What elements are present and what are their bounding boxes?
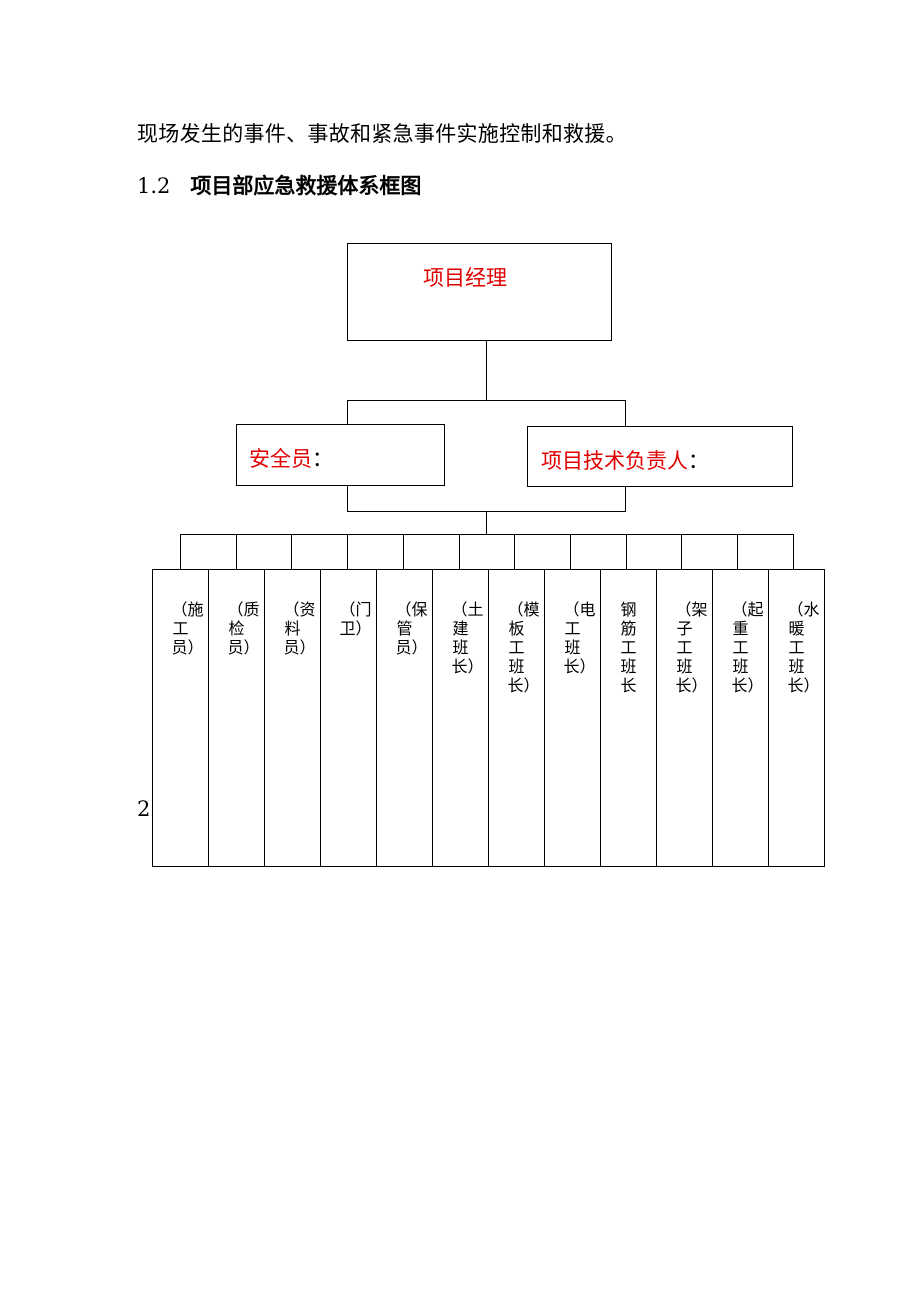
column-drop-line [792, 534, 794, 569]
column-drop-line [458, 534, 460, 569]
column-drop-line [180, 534, 181, 569]
connector-join-vertical [486, 511, 487, 535]
right-box-tech-lead [527, 426, 793, 487]
column-label: （电工班长） [563, 600, 596, 676]
column-label: （门 卫） [339, 600, 372, 638]
column-box: （电工班长） [544, 569, 601, 867]
column-drop-line [681, 534, 683, 569]
left-box-text: 安全员： [249, 443, 333, 473]
column-label: （架子工班长） [675, 600, 708, 695]
section-number: 1.2 [137, 174, 171, 198]
connector-mid-horizontal [347, 400, 626, 401]
left-box-suffix: ： [312, 447, 333, 471]
connector-left-drop [347, 400, 348, 426]
column-box: 钢筋工班长 [600, 569, 657, 867]
connector-right-up [625, 486, 626, 512]
column-label: （模板工班长） [507, 600, 540, 695]
left-box-safety-officer [236, 424, 445, 486]
column-drop-line [347, 534, 349, 569]
stray-text: 2 [137, 797, 151, 821]
column-drop-line [235, 534, 237, 569]
section-heading: 1.2 项目部应急救援体系框图 [137, 170, 421, 200]
right-box-label: 项目技术负责人 [541, 449, 688, 473]
column-drop-line [625, 534, 627, 569]
top-box-project-manager [347, 243, 612, 341]
top-box-label: 项目经理 [423, 266, 507, 290]
column-box: （起重工班长） [712, 569, 769, 867]
section-title: 项目部应急救援体系框图 [190, 173, 422, 198]
right-box-suffix: ： [688, 449, 709, 473]
column-drop-line [569, 534, 571, 569]
column-label: 钢筋工班长 [620, 600, 637, 695]
connector-top-vertical [486, 341, 487, 401]
paragraph-text: 现场发生的事件、事故和紧急事件实施控制和救援。 [137, 122, 627, 146]
column-box: （水暖工班长） [768, 569, 825, 867]
column-box: （土建班长） [432, 569, 489, 867]
connector-right-drop [625, 400, 626, 427]
column-box: （保管员） [376, 569, 433, 867]
column-label: （资料员） [283, 600, 316, 657]
connector-left-up [347, 485, 348, 512]
column-box: （施工员） [152, 569, 209, 867]
column-drop-line [514, 534, 516, 569]
column-label: （质检员） [227, 600, 260, 657]
left-box-label: 安全员 [249, 447, 312, 471]
connector-bus-horizontal [180, 534, 793, 535]
column-label: （施工员） [171, 600, 204, 657]
column-box: （质检员） [208, 569, 265, 867]
column-label: （起重工班长） [731, 600, 764, 695]
column-drop-line [402, 534, 404, 569]
right-box-text: 项目技术负责人： [541, 445, 709, 475]
column-box: （架子工班长） [656, 569, 713, 867]
column-label: （保管员） [395, 600, 428, 657]
column-drop-line [291, 534, 293, 569]
column-box: （门 卫） [320, 569, 377, 867]
column-drop-line [737, 534, 738, 569]
column-label: （土建班长） [451, 600, 484, 676]
column-box: （模板工班长） [488, 569, 545, 867]
column-label: （水暖工班长） [787, 600, 820, 695]
column-box: （资料员） [264, 569, 321, 867]
